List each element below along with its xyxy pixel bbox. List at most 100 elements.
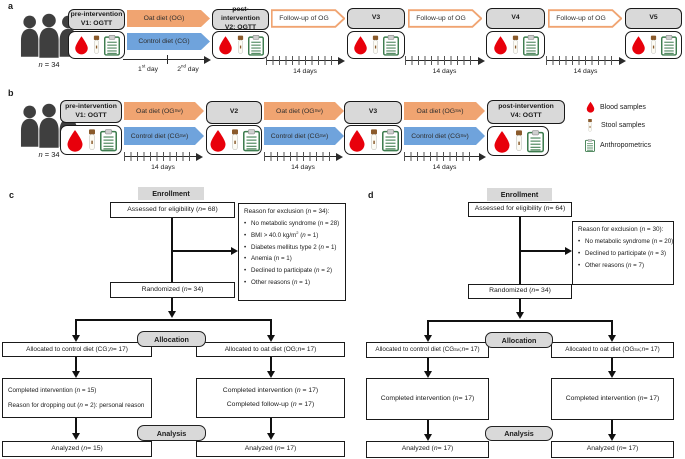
stool-tube-icon [512, 34, 519, 56]
legend-anthropometrics: Anthropometrics [585, 139, 651, 152]
flow-line [75, 319, 77, 335]
completed-control-box: Completed intervention (n = 15) Reason f… [2, 378, 152, 418]
timeline-ticks [546, 56, 613, 65]
arrowhead-icon [423, 371, 432, 378]
post-intervention-line2: V4: OGTT [510, 112, 542, 119]
allocation-header: Allocation [485, 332, 553, 348]
arrowhead-icon [266, 335, 275, 342]
exclusion-title: Reason for exclusion (n = 34): [244, 208, 330, 215]
hatched-timeline [405, 56, 485, 65]
clipboard-icon [661, 35, 677, 56]
stool-tube-icon [515, 129, 523, 153]
samples-box-v5 [625, 31, 682, 59]
flow-line [427, 320, 613, 322]
exclusion-item: No metabolic syndrome (n = 20) [578, 238, 673, 246]
allocated-control-box: Allocated to control diet (CG; n = 17) [2, 342, 152, 357]
flow-line [75, 418, 77, 433]
timeline-ticks [266, 56, 332, 65]
flow-line [611, 320, 613, 335]
samples-box-v2 [212, 31, 269, 59]
completed-oat-box: Completed intervention (n = 17) Complete… [196, 378, 345, 418]
arrowhead-icon [515, 312, 524, 319]
arrowhead-icon [71, 433, 80, 440]
blood-drop-icon [66, 129, 84, 152]
flow-line [427, 420, 429, 434]
arrowhead-icon [336, 152, 343, 161]
flow-line [427, 320, 429, 335]
followup-arrow-shape [408, 9, 482, 28]
exclusion-box: Reason for exclusion (n = 30): No metabo… [572, 221, 674, 285]
exclusion-list: No metabolic syndrome (n = 20) Declined … [578, 238, 673, 269]
flow-line [519, 299, 521, 312]
arrowhead-icon [607, 335, 616, 342]
days14-label: 14 days [291, 164, 315, 171]
flow-line [611, 358, 613, 371]
arrowhead-icon [204, 55, 211, 64]
exclusion-item: Diabetes mellitus type 2 (n = 1) [244, 244, 341, 252]
days14-label: 14 days [432, 68, 457, 75]
pre-intervention-line1: pre-intervention [70, 10, 123, 18]
analysis-header: Analysis [137, 425, 206, 441]
followup-label: Follow-up of OG [416, 15, 466, 22]
v5-box: V5 [625, 8, 682, 29]
allocation-header: Allocation [137, 331, 206, 347]
samples-box-v3 [344, 125, 402, 155]
blood-drop-icon [74, 35, 89, 55]
randomized-box: Randomized (n = 34) [110, 282, 235, 298]
arrowhead-icon [71, 371, 80, 378]
blood-drop-icon [631, 35, 646, 55]
arrowhead-icon [565, 246, 572, 255]
assessed-box: Assessed for eligibility (n = 68) [110, 202, 235, 218]
panel-b-label: b [8, 88, 14, 98]
exclusion-item: Anemia (n = 1) [244, 255, 341, 263]
analyzed-control-box: Analyzed (n = 17) [366, 441, 489, 458]
flow-line [171, 218, 173, 282]
v4-box: V4 [486, 8, 545, 29]
blood-drop-icon [353, 35, 368, 55]
timeline-ticks [124, 152, 190, 161]
flow-line [75, 357, 77, 371]
randomized-box: Randomized (n = 34) [468, 284, 572, 299]
stool-tube-icon [370, 128, 378, 152]
v3-label: V3 [371, 14, 381, 22]
timeline-axis [123, 58, 208, 61]
flow-line [611, 420, 613, 434]
flow-line [171, 298, 173, 311]
stool-tube-icon [237, 34, 244, 56]
exclusion-item: BMI > 40.0 kg/m2 (n = 1) [244, 230, 341, 240]
arrowhead-icon [607, 434, 616, 441]
pre-intervention-line2: V1: OGTT [80, 19, 113, 27]
clipboard-icon [382, 129, 399, 152]
sample-size-label: n = 34 [38, 150, 60, 159]
followup-arrow-3: Follow-up of OG [548, 9, 622, 28]
days14-label: 14 days [293, 68, 317, 75]
pre-intervention-box: pre-intervention V1: OGTT [60, 100, 122, 123]
arrowhead-icon [266, 433, 275, 440]
blood-drop-icon [348, 129, 366, 152]
blood-drop-icon [218, 35, 233, 55]
legend-stool: Stool samples [587, 119, 645, 132]
arrowhead-icon [423, 434, 432, 441]
clipboard-icon [100, 129, 117, 152]
v3-label: V3 [368, 108, 378, 116]
blood-drop-icon [493, 35, 508, 55]
stool-tube-icon [93, 34, 100, 56]
flow-line [521, 250, 565, 252]
days14-label: 14 days [151, 164, 175, 171]
arrowhead-icon [423, 335, 432, 342]
timeline-ticks [404, 152, 473, 161]
arrowhead-icon [607, 371, 616, 378]
followup-arrow-shape [271, 9, 345, 28]
followup-arrow-1: Follow-up of OG [271, 9, 345, 28]
v2-label: V2 [229, 108, 239, 116]
completed-line: Completed intervention (n = 17) [222, 386, 319, 394]
clipboard-icon [527, 130, 544, 153]
assessed-box: Assessed for eligibility (n = 64) [468, 202, 572, 217]
clipboard-icon [383, 35, 399, 56]
